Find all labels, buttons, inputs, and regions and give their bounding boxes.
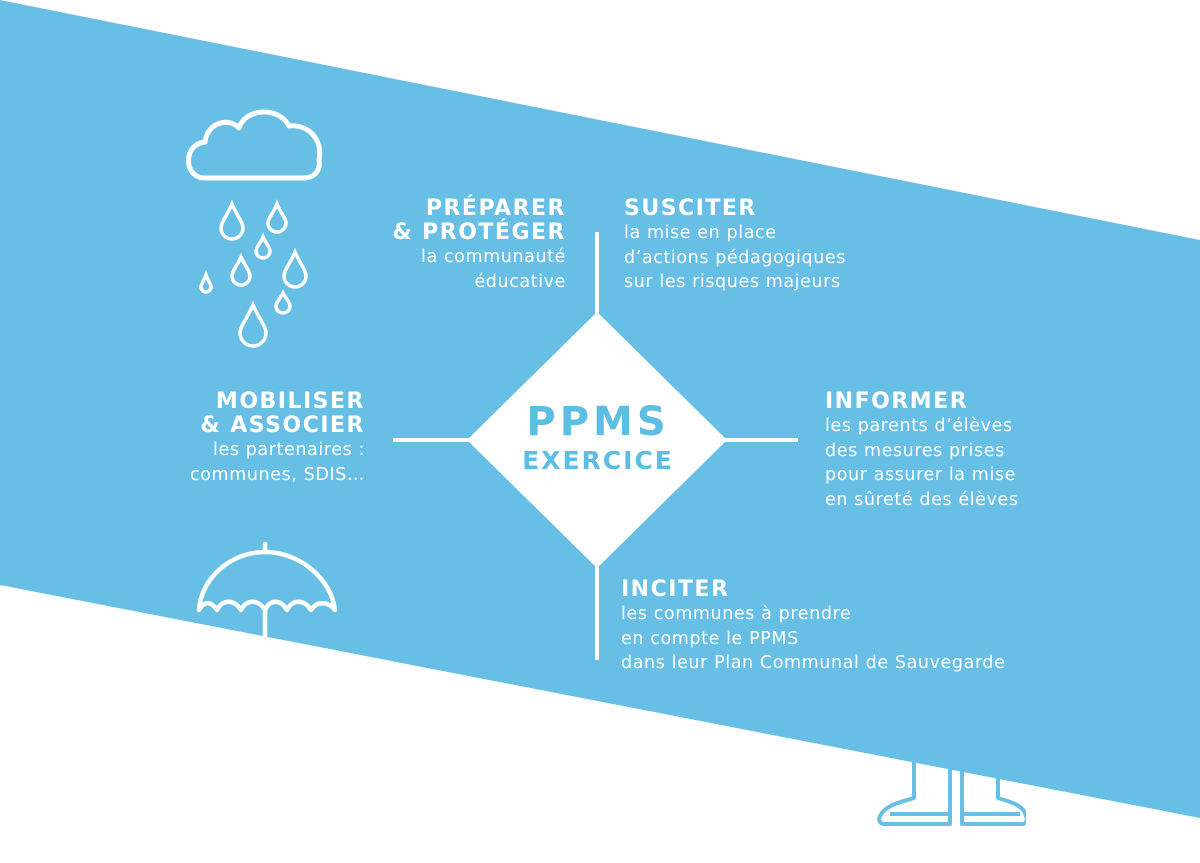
preparer-title-line-1: PRÉPARER — [425, 196, 566, 221]
informer-text-line-2: des mesures prises — [825, 440, 1005, 461]
informer-text-line-1: les parents d’élèves — [825, 416, 1013, 436]
center-title: PPMS — [526, 399, 670, 445]
rain-boots-icon — [877, 726, 1026, 826]
block-preparer: PRÉPARER & PROTÉGER la communauté éducat… — [300, 197, 566, 294]
inciter-text-line-3: dans leur Plan Communal de Sauvegarde — [621, 653, 1006, 673]
susciter-text-line-1: la mise en place — [624, 223, 777, 243]
block-inciter: INCITER les communes à prendre en compte… — [621, 578, 1081, 676]
susciter-title: SUSCITER — [624, 196, 757, 221]
informer-text-line-4: en sûreté des élèves — [825, 489, 1019, 510]
inciter-title: INCITER — [621, 577, 730, 602]
umbrella-icon — [196, 541, 338, 672]
preparer-text-line-1: la communauté — [421, 247, 566, 267]
rain-cloud-icon — [186, 109, 323, 348]
susciter-text-line-3: sur les risques majeurs — [624, 272, 841, 292]
susciter-text-line-2: d’actions pédagogiques — [624, 247, 846, 268]
preparer-text-line-2: éducative — [474, 271, 566, 292]
informer-text-line-3: pour assurer la mise — [825, 465, 1016, 485]
block-informer: INFORMER les parents d’élèves des mesure… — [825, 390, 1125, 512]
center-diamond — [467, 312, 727, 568]
preparer-title-line-2: & PROTÉGER — [392, 220, 566, 245]
diagram-lines — [393, 232, 798, 660]
informer-title: INFORMER — [825, 389, 969, 414]
mobiliser-text-line-2: communes, SDIS… — [190, 464, 365, 485]
mobiliser-text-line-1: les partenaires : — [213, 440, 365, 460]
inciter-text-line-2: en compte le PPMS — [621, 628, 799, 649]
center-subtitle: EXERCICE — [522, 446, 674, 475]
mobiliser-title-line-2: & ASSOCIER — [200, 413, 365, 438]
diagram-center: PPMS EXERCICE — [480, 400, 716, 476]
mobiliser-title-line-1: MOBILISER — [215, 389, 365, 414]
block-mobiliser: MOBILISER & ASSOCIER les partenaires : c… — [130, 390, 365, 487]
block-susciter: SUSCITER la mise en place d’actions péda… — [624, 197, 944, 295]
inciter-text-line-1: les communes à prendre — [621, 604, 852, 624]
